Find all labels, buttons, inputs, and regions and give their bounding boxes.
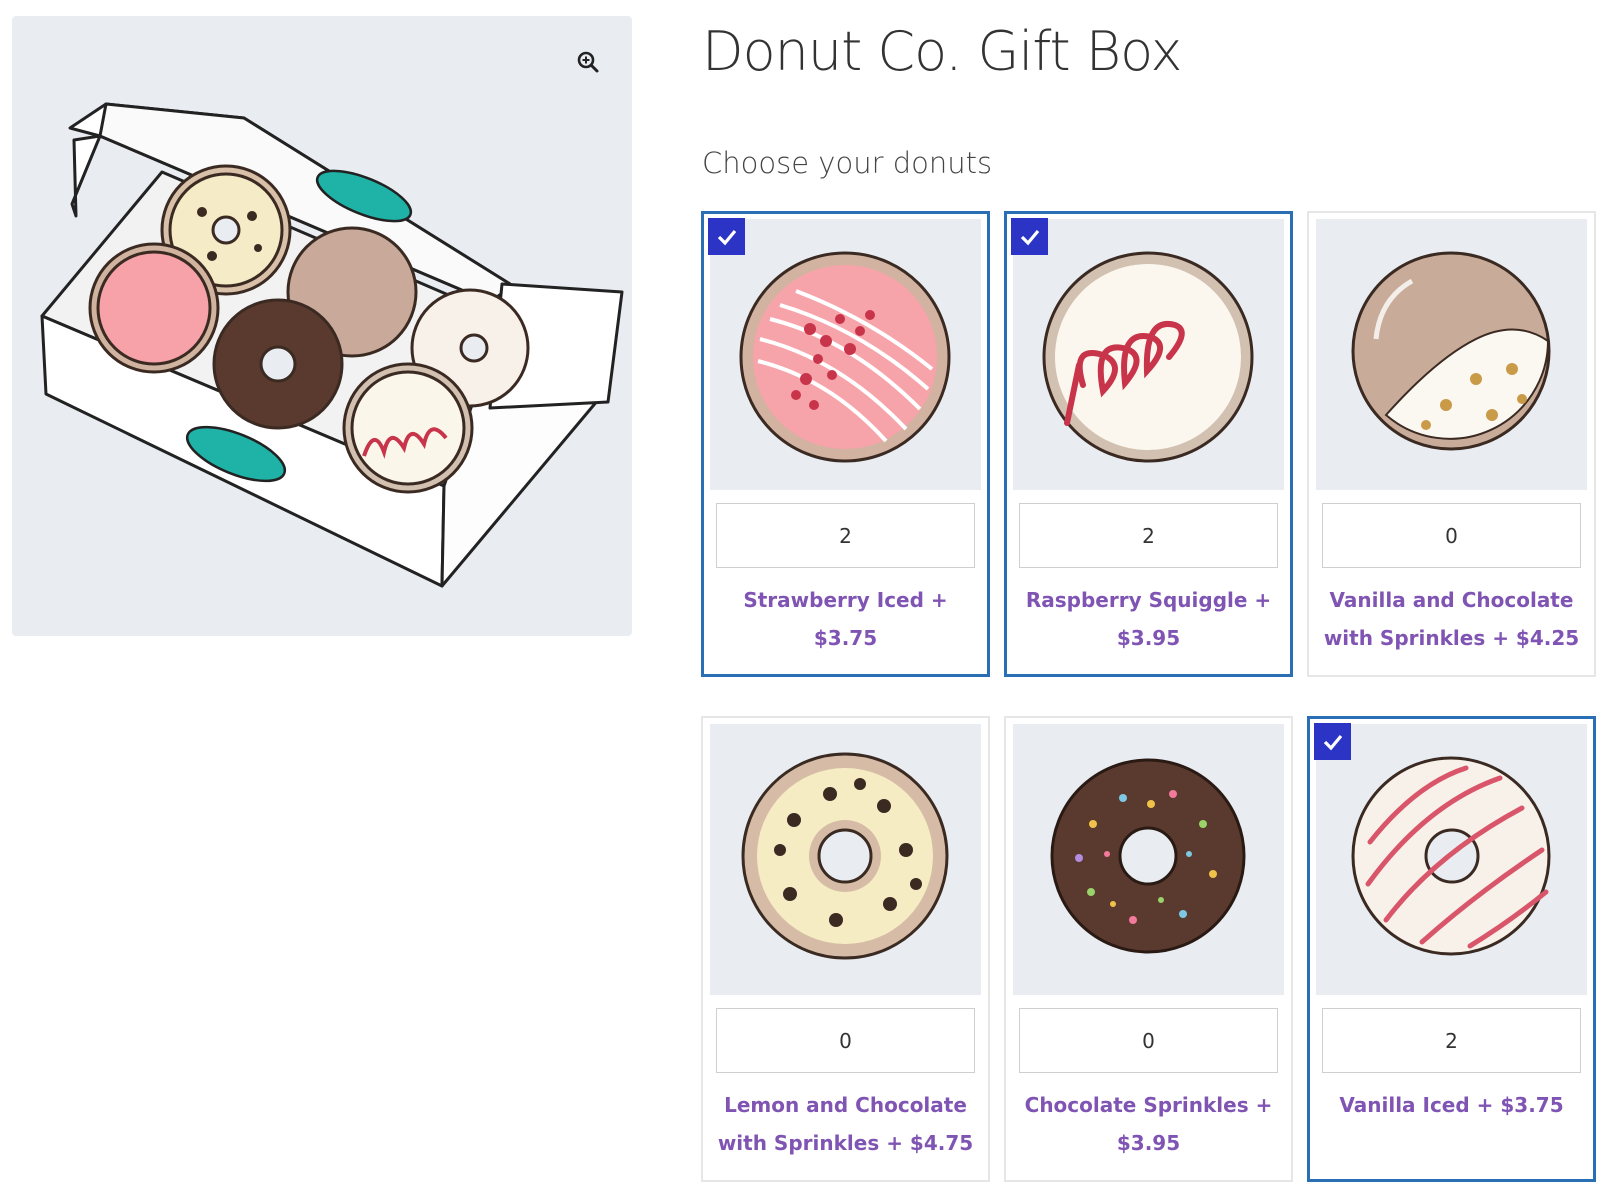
vanilla-iced-donut-illustration (1351, 756, 1551, 956)
quantity-input[interactable] (716, 503, 975, 568)
donut-card-chocolate-sprinkles[interactable]: Chocolate Sprinkles + $3.95 (1004, 716, 1293, 1182)
lemon-chocolate-donut-illustration (741, 752, 949, 960)
donut-image (1316, 219, 1587, 490)
donut-label-link[interactable]: Vanilla and Chocolate with Sprinkles + $… (1323, 588, 1580, 650)
raspberry-donut-illustration (1042, 251, 1254, 463)
donut-label-link[interactable]: Chocolate Sprinkles + $3.95 (1024, 1093, 1273, 1155)
donut-card-strawberry-iced[interactable]: Strawberry Iced + $3.75 (701, 211, 990, 677)
strawberry-donut-illustration (739, 251, 951, 463)
donut-card-vanilla-chocolate-sprinkles[interactable]: Vanilla and Chocolate with Sprinkles + $… (1307, 211, 1596, 677)
donut-image (1013, 724, 1284, 995)
product-title: Donut Co. Gift Box (702, 20, 1182, 83)
donut-image (1013, 219, 1284, 490)
donut-card-vanilla-iced[interactable]: Vanilla Iced + $3.75 (1307, 716, 1596, 1182)
vanilla-chocolate-donut-illustration (1351, 251, 1551, 451)
quantity-input[interactable] (1322, 1008, 1581, 1073)
quantity-input[interactable] (1322, 503, 1581, 568)
quantity-input[interactable] (1019, 503, 1278, 568)
checkmark-icon (1314, 723, 1351, 760)
chocolate-sprinkles-donut-illustration (1050, 758, 1246, 954)
donut-image (710, 724, 981, 995)
checkmark-icon (708, 218, 745, 255)
donut-label-link[interactable]: Lemon and Chocolate with Sprinkles + $4.… (717, 1093, 974, 1155)
quantity-input[interactable] (1019, 1008, 1278, 1073)
quantity-input[interactable] (716, 1008, 975, 1073)
donut-box-illustration (40, 102, 624, 588)
donut-label-link[interactable]: Vanilla Iced + $3.75 (1339, 1093, 1564, 1117)
choose-donuts-heading: Choose your donuts (702, 146, 993, 180)
donut-card-lemon-chocolate-sprinkles[interactable]: Lemon and Chocolate with Sprinkles + $4.… (701, 716, 990, 1182)
checkmark-icon (1011, 218, 1048, 255)
donut-image (1316, 724, 1587, 995)
donut-label-link[interactable]: Strawberry Iced + $3.75 (743, 588, 948, 650)
product-gallery-image[interactable] (12, 16, 632, 636)
donut-label-link[interactable]: Raspberry Squiggle + $3.95 (1025, 588, 1272, 650)
donut-image (710, 219, 981, 490)
donut-card-raspberry-squiggle[interactable]: Raspberry Squiggle + $3.95 (1004, 211, 1293, 677)
zoom-in-icon (577, 51, 599, 73)
zoom-button[interactable] (568, 42, 608, 82)
